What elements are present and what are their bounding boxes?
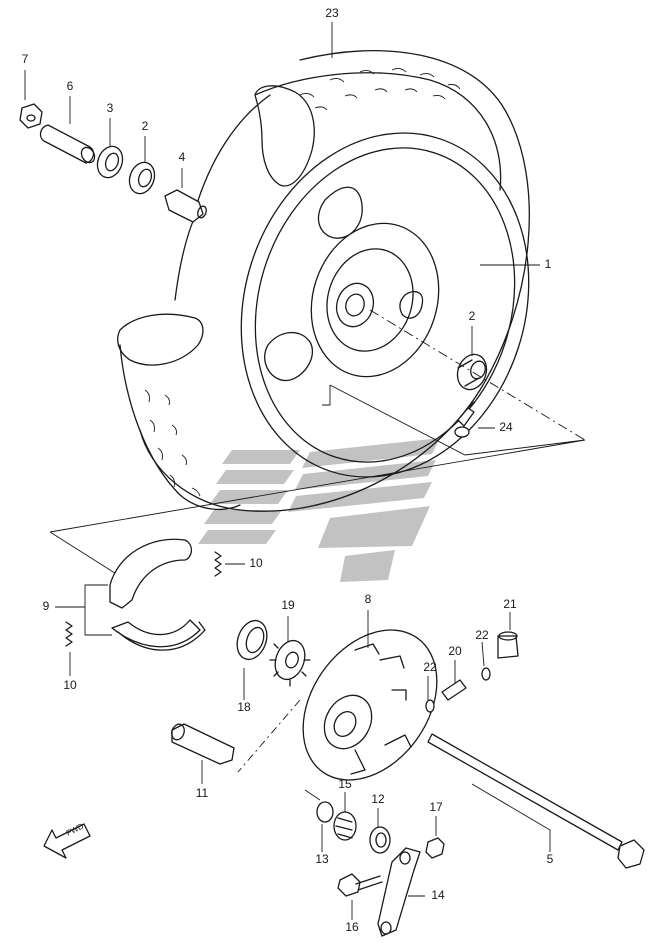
spacer <box>39 124 96 164</box>
washer-12 <box>369 826 391 854</box>
speedometer-gear <box>269 639 311 687</box>
spring-lower <box>65 621 73 647</box>
collar-nut <box>19 103 43 129</box>
callout-17: 17 <box>429 800 443 814</box>
callout-labels: 7 6 3 2 4 23 1 2 24 10 9 10 19 8 21 22 2… <box>22 6 554 934</box>
nut-17 <box>425 837 445 859</box>
dust-seal <box>236 619 268 661</box>
callout-21: 21 <box>503 597 517 611</box>
callout-11: 11 <box>196 786 209 800</box>
spring-13 <box>316 801 334 823</box>
brake-arm <box>377 847 421 937</box>
tire <box>117 49 530 512</box>
callout-4: 4 <box>179 150 186 164</box>
callout-24: 24 <box>499 420 513 434</box>
fwd-arrow-icon: FWD <box>43 821 91 859</box>
callout-1: 1 <box>545 257 552 271</box>
watermark-logo <box>198 438 440 582</box>
callout-22b: 22 <box>423 660 437 674</box>
axle <box>427 733 645 869</box>
bearing-left <box>128 161 156 195</box>
washer-22a <box>481 667 491 681</box>
bearing-right <box>456 353 488 391</box>
callout-12: 12 <box>371 792 385 806</box>
callout-7: 7 <box>22 52 29 66</box>
wheel-rim <box>240 132 530 478</box>
callout-10b: 10 <box>63 678 77 692</box>
callout-2b: 2 <box>469 309 476 323</box>
spring-upper <box>214 551 222 577</box>
callout-2: 2 <box>142 119 149 133</box>
callout-18: 18 <box>237 700 251 714</box>
callout-8: 8 <box>365 592 372 606</box>
brake-panel <box>302 629 438 781</box>
callout-9: 9 <box>43 599 50 613</box>
callout-3: 3 <box>107 101 114 115</box>
washer-22b <box>425 699 435 713</box>
callout-10a: 10 <box>249 556 263 570</box>
brake-camshaft <box>171 723 235 765</box>
tire-valve <box>454 401 475 438</box>
leader-lines <box>24 22 551 920</box>
callout-23: 23 <box>325 6 339 20</box>
callout-13: 13 <box>315 852 329 866</box>
brake-shoes <box>109 538 206 651</box>
collar <box>164 189 207 223</box>
oil-seal <box>96 145 124 179</box>
callout-19: 19 <box>281 598 295 612</box>
callout-6: 6 <box>67 79 74 93</box>
spring-15 <box>333 811 357 841</box>
bolt-16 <box>337 873 383 897</box>
callout-22a: 22 <box>475 628 489 642</box>
callout-16: 16 <box>345 920 359 934</box>
speedometer-pinion <box>441 679 467 701</box>
callout-20: 20 <box>448 644 462 658</box>
callout-5: 5 <box>547 852 554 866</box>
callout-15: 15 <box>338 777 352 791</box>
assembly-guide-lines <box>49 309 586 576</box>
speedometer-bushing <box>497 631 519 659</box>
callout-14: 14 <box>431 888 445 902</box>
